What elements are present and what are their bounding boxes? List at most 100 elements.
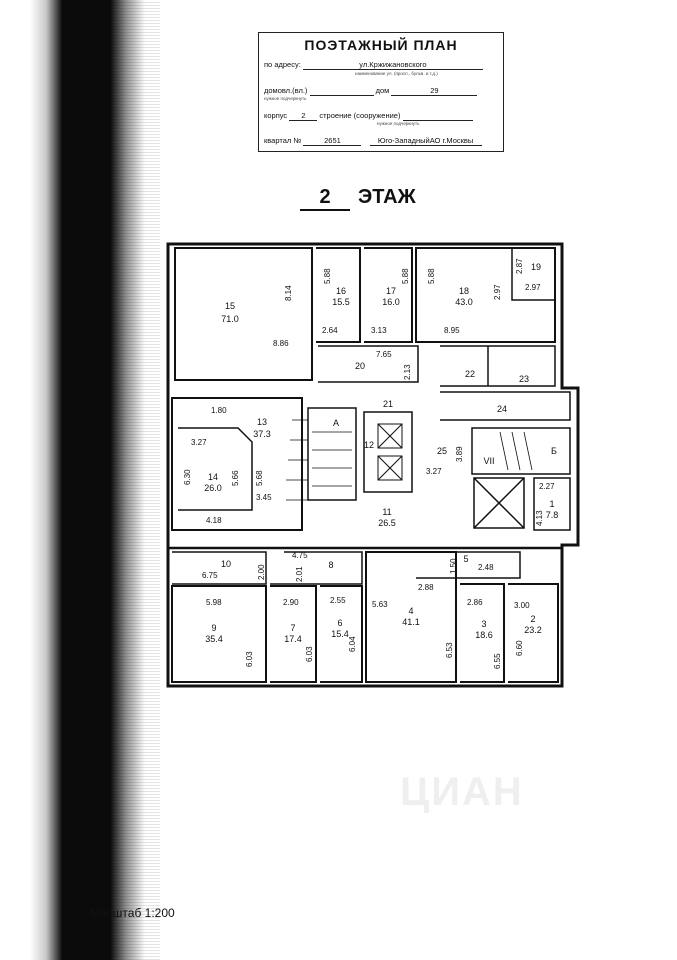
room-6-number: 6	[337, 618, 342, 628]
room-15-area: 71.0	[221, 314, 239, 324]
dim-1-80: 1.80	[211, 406, 227, 415]
dim-8-86: 8.86	[273, 339, 289, 348]
dim-2-00: 2.00	[257, 564, 266, 580]
room-3-number: 3	[481, 619, 486, 629]
dim-4-75: 4.75	[292, 551, 308, 560]
room-24-number: 24	[497, 404, 507, 414]
room-9-area: 35.4	[205, 634, 223, 644]
dim-2-88: 2.88	[418, 583, 434, 592]
room-11-area: 26.5	[378, 518, 396, 528]
dim-2-97b: 2.97	[525, 283, 541, 292]
stair-a-label: А	[333, 418, 339, 428]
room-19-number: 19	[531, 262, 541, 272]
dim-6-04: 6.04	[348, 636, 357, 652]
dim-7-65: 7.65	[376, 350, 392, 359]
dim-3-89: 3.89	[455, 446, 464, 462]
dim-2-64: 2.64	[322, 326, 338, 335]
dim-3-27b: 3.27	[426, 467, 442, 476]
dim-6-53: 6.53	[445, 642, 454, 658]
room-15-wall	[174, 247, 313, 381]
scan-shadow	[30, 0, 145, 960]
room-7-area: 17.4	[284, 634, 302, 644]
room-7-number: 7	[290, 623, 295, 633]
dim-5-66: 5.66	[231, 470, 240, 486]
room-8-wall	[270, 551, 363, 585]
dom-label: дом	[375, 86, 390, 95]
room-18-area: 43.0	[455, 297, 473, 307]
dim-6-03a: 6.03	[245, 651, 254, 667]
outer-wall	[166, 242, 580, 688]
stair-a-steps	[312, 431, 352, 487]
toilets-wall	[440, 345, 556, 387]
room-13-number: 13	[257, 417, 267, 427]
dim-2-01: 2.01	[295, 566, 304, 582]
korpus-label: корпус	[264, 111, 288, 120]
room-15-number: 15	[225, 301, 235, 311]
room-10-number: 10	[221, 559, 231, 569]
room-22-number: 22	[465, 369, 475, 379]
dim-3-13: 3.13	[371, 326, 387, 335]
room-17-area: 16.0	[382, 297, 400, 307]
floor-title: 2 ЭТАЖ	[300, 186, 416, 211]
stair-b-wall	[471, 427, 571, 475]
room-12-wall	[363, 411, 413, 493]
dim-3-27a: 3.27	[191, 438, 207, 447]
scale-label: Масштаб 1:200	[90, 906, 175, 920]
dim-3-00: 3.00	[514, 601, 530, 610]
watermark: ЦИАН	[400, 770, 524, 814]
lift-1	[377, 423, 403, 449]
freight-lift	[473, 477, 525, 529]
room-2-wall	[508, 583, 559, 683]
room-2-area: 23.2	[524, 625, 542, 635]
room-8-number: 8	[328, 560, 333, 570]
dim-6-75: 6.75	[202, 571, 218, 580]
dim-2-90: 2.90	[283, 598, 299, 607]
room-12-number: 12	[364, 440, 374, 450]
dim-2-55: 2.55	[330, 596, 346, 605]
korpus-row: корпус 2 строение (сооружение)	[264, 111, 473, 121]
dim-2-97a: 2.97	[493, 284, 502, 300]
domovl-hint: нужное подчеркнуть	[264, 96, 307, 101]
kvartal-label: квартал №	[264, 136, 302, 145]
dim-6-03b: 6.03	[305, 646, 314, 662]
korpus-value: 2	[289, 111, 318, 121]
stamp-title: ПОЭТАЖНЫЙ ПЛАН	[304, 37, 458, 53]
floor-number: 2	[300, 186, 350, 211]
room-3-wall	[460, 583, 505, 683]
dim-4-13: 4.13	[535, 510, 544, 526]
room-9-number: 9	[211, 623, 216, 633]
room-14-area: 26.0	[204, 483, 222, 493]
dim-2-87: 2.87	[515, 258, 524, 274]
room-7-wall	[270, 585, 317, 683]
room-10-wall	[172, 551, 267, 585]
dim-5-88b: 5.88	[401, 268, 410, 284]
kvartal-value: 2651	[303, 136, 362, 146]
room-18-number: 18	[459, 286, 469, 296]
room-24-wall	[440, 391, 571, 421]
stair-a-outer-steps	[286, 419, 308, 501]
room-9-wall	[171, 585, 267, 683]
dim-5-98: 5.98	[206, 598, 222, 607]
dom-value: 29	[391, 86, 478, 96]
dim-2-48: 2.48	[478, 563, 494, 572]
district-value: Юго-ЗападныйАО г.Москвы	[369, 136, 482, 146]
room-17-wall	[364, 247, 413, 343]
scan-noise	[105, 0, 160, 960]
dim-2-27: 2.27	[539, 482, 555, 491]
floor-label: ЭТАЖ	[358, 186, 416, 208]
dim-8-95: 8.95	[444, 326, 460, 335]
room-13-wall	[171, 397, 303, 531]
stair-a-wall	[307, 407, 357, 501]
room-16-area: 15.5	[332, 297, 350, 307]
address-value: ул.Кржижановского	[302, 60, 483, 70]
dim-6-55: 6.55	[493, 653, 502, 669]
room-21-number: 21	[383, 399, 393, 409]
room-4-number: 4	[408, 606, 413, 616]
stroenie-hint: нужное подчеркнуть	[377, 121, 420, 126]
dim-5-88a: 5.88	[323, 268, 332, 284]
room-19-wall	[511, 248, 555, 301]
room-4-area: 41.1	[402, 617, 420, 627]
stair-b-steps	[499, 431, 533, 471]
room-2-number: 2	[530, 614, 535, 624]
room-3-area: 18.6	[475, 630, 493, 640]
